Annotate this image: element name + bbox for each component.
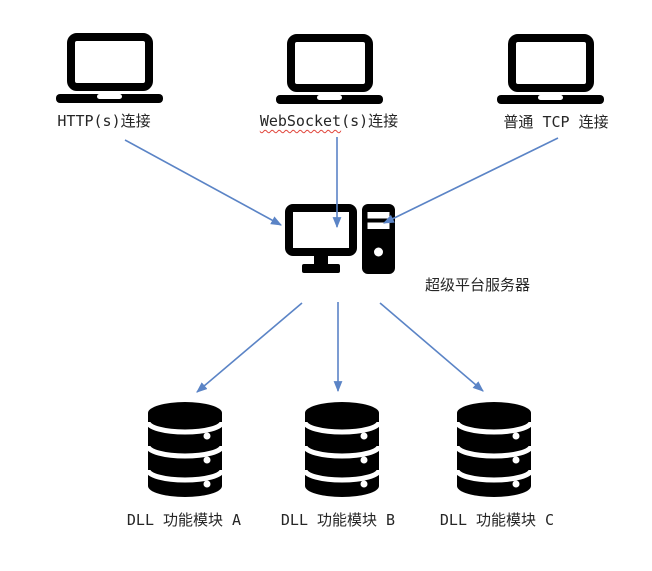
module-c-label: DLL 功能模块 C [439, 511, 555, 529]
websocket-label-rest: (s)连接 [341, 112, 399, 130]
arrow-tcp-to-server [383, 137, 559, 224]
http-client-label: HTTP(s)连接 [57, 112, 151, 130]
module-b-label: DLL 功能模块 B [280, 511, 396, 529]
arrow-http-to-server [124, 139, 282, 226]
laptop-icon [276, 38, 383, 104]
laptop-icon [497, 38, 604, 104]
database-icon [457, 402, 531, 497]
tcp-client-label: 普通 TCP 连接 [503, 113, 609, 131]
arrow-server-to-module-a [196, 302, 303, 393]
module-a-label: DLL 功能模块 A [126, 511, 242, 529]
websocket-client-label: WebSocket(s)连接 [254, 112, 404, 130]
server-label: 超级平台服务器 [425, 276, 531, 294]
arrow-server-to-module-c [379, 302, 484, 392]
laptop-icon [56, 37, 163, 103]
database-icon [305, 402, 379, 497]
desktop-pc-icon [285, 204, 395, 274]
websocket-misspelled-word: WebSocket [259, 112, 342, 130]
database-icon [148, 402, 222, 497]
